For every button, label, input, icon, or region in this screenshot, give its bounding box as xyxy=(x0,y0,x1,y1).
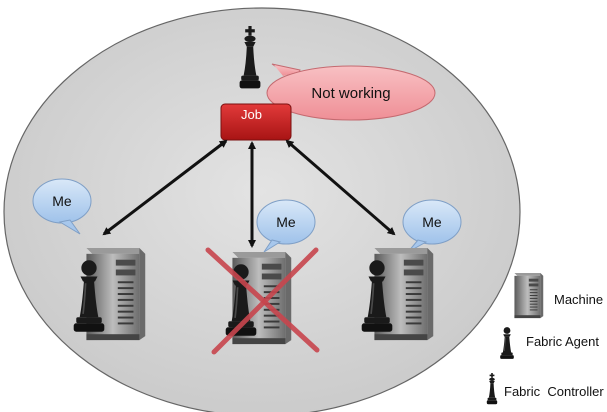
machine-center-failed xyxy=(205,247,320,355)
me-bubble-center: Me xyxy=(256,199,316,253)
me-bubble-center-text: Me xyxy=(276,214,296,230)
me-bubble-left-text: Me xyxy=(52,193,72,209)
arrow-job-left-machine xyxy=(102,139,228,236)
not-working-text: Not working xyxy=(311,85,390,102)
job-label: Job xyxy=(241,107,262,122)
legend-machine-icon xyxy=(514,272,544,319)
legend-fabric-controller-label: Fabric Controller xyxy=(504,384,604,399)
job-box: Job xyxy=(220,103,292,141)
legend-fabric-agent-icon xyxy=(499,326,515,360)
not-working-speech-bubble: Not working xyxy=(266,63,436,121)
arrow-job-right-machine xyxy=(285,139,396,236)
legend: Machine Fabric Agent Fabric Controller xyxy=(486,272,604,405)
me-bubble-left: Me xyxy=(32,178,92,235)
failed-cross-icon xyxy=(205,247,320,355)
legend-machine-label: Machine xyxy=(554,292,603,307)
me-bubble-right-text: Me xyxy=(422,214,442,230)
legend-fabric-controller-icon xyxy=(486,373,498,405)
legend-fabric-agent-label: Fabric Agent xyxy=(526,334,599,349)
